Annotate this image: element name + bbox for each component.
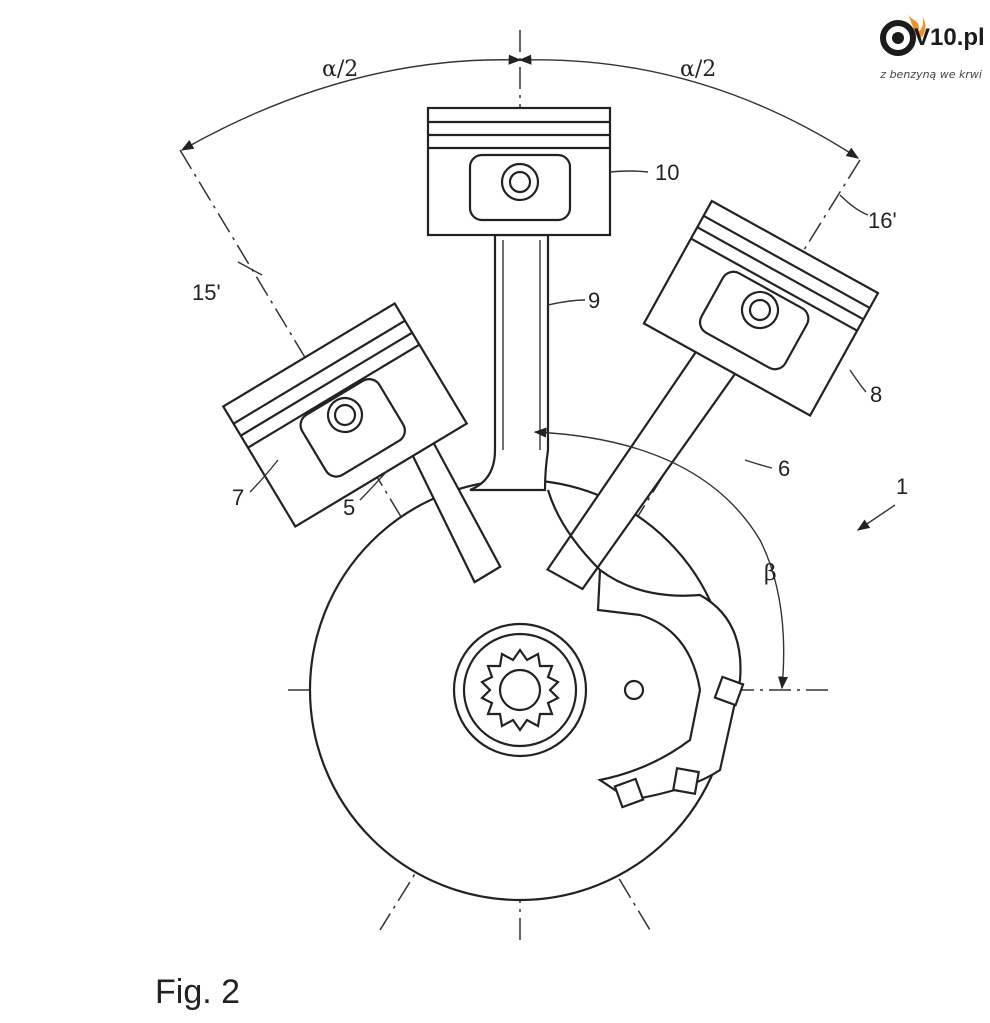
engine-1-pointer (856, 504, 896, 531)
beta-label: β (764, 561, 777, 586)
leader-5 (359, 469, 389, 501)
leader-16 (839, 194, 869, 216)
bolt-head-2 (613, 777, 645, 809)
hub-inner-ring (462, 632, 578, 748)
piston-7-group (221, 301, 502, 584)
rod-5-label: 5 (343, 495, 355, 520)
beta-angle-arc (533, 427, 789, 690)
rod-9-label: 9 (588, 288, 600, 313)
piston-10-group (426, 106, 612, 492)
alpha-right-label: α/2 (680, 57, 716, 82)
piston-10-boss (468, 153, 572, 222)
logo-brand: V10.pl (914, 24, 985, 51)
leader-8 (849, 369, 867, 393)
tire-flame-icon (880, 14, 926, 56)
axis-16-label: 16' (868, 208, 897, 233)
rod-9 (469, 233, 550, 492)
piston-8-boss (698, 270, 810, 371)
leader-lines (237, 170, 869, 501)
piston-7 (221, 301, 469, 529)
logo-tagline: z benzyną we krwi (880, 68, 982, 81)
alpha-left-label: α/2 (322, 57, 358, 82)
rod-6-label: 6 (778, 456, 790, 481)
hub-outer-ring (452, 622, 588, 758)
piston-7-label: 7 (232, 485, 244, 510)
flywheel-disc (308, 478, 732, 902)
axis-15-label: 15' (192, 280, 221, 305)
crank-disc (308, 478, 732, 902)
leader-10 (609, 170, 649, 173)
leader-15 (237, 261, 263, 276)
gear-bore (498, 668, 542, 712)
leader-9 (547, 299, 586, 306)
piston-8-label: 8 (870, 382, 882, 407)
engine-1-label: 1 (896, 474, 908, 499)
alpha-right-arc (518, 54, 860, 159)
leader-7 (249, 459, 279, 493)
labels: α/2 α/2 15' 16' 10 9 8 6 7 5 1 β Fig. 2 (155, 57, 908, 1011)
alpha-dimension (180, 54, 860, 159)
piston-8 (642, 199, 880, 418)
piston-7-boss (299, 378, 406, 478)
piston-10-label: 10 (655, 160, 679, 185)
bolt-head-3 (671, 766, 701, 796)
v10-logo: V10.pl z benzyną we krwi (878, 6, 985, 86)
leader-6 (744, 459, 773, 469)
alpha-left-arc (180, 54, 522, 151)
figure-caption: Fig. 2 (155, 973, 240, 1011)
